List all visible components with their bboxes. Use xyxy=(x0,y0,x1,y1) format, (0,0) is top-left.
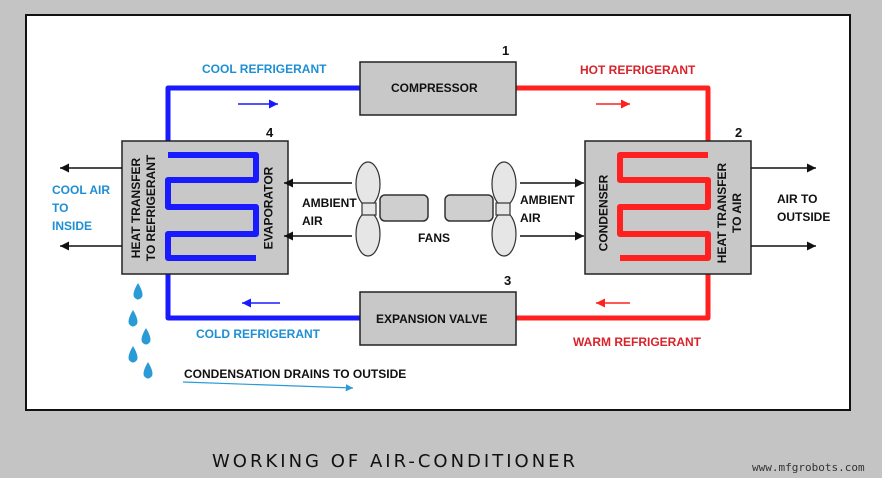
water-drops-icon xyxy=(128,283,153,379)
fan-motor-right xyxy=(444,194,494,222)
site-credit: www.mfgrobots.com xyxy=(752,461,865,474)
warm-refrigerant-label: WARM REFRIGERANT xyxy=(573,335,701,349)
cool-refrigerant-label: COOL REFRIGERANT xyxy=(202,62,327,76)
condenser-label: CONDENSER xyxy=(596,174,611,252)
condensation-arrow xyxy=(182,381,354,392)
compressor-number: 1 xyxy=(502,43,510,58)
fan-left-icon xyxy=(355,161,381,257)
hot-refrigerant-label: HOT REFRIGERANT xyxy=(580,63,696,77)
ambient-air-right-label: AMBIENT AIR xyxy=(520,193,575,225)
compressor-box xyxy=(359,61,517,116)
expansion-valve-label: EXPANSION VALVE xyxy=(376,312,488,326)
hot-refrigerant-pipe xyxy=(516,85,711,321)
expansion-valve-number: 3 xyxy=(504,273,512,288)
condenser-number: 2 xyxy=(735,125,743,140)
condenser-coil xyxy=(617,152,711,261)
evaporator-coil xyxy=(165,152,259,261)
evaporator-number: 4 xyxy=(266,125,274,140)
cold-refrigerant-pipe xyxy=(165,85,360,321)
diagram-title: WORKING OF AIR-CONDITIONER xyxy=(212,451,579,472)
fan-right-icon xyxy=(491,161,517,257)
fan-motor-left xyxy=(379,194,429,222)
ambient-air-left-label: AMBIENT AIR xyxy=(302,196,357,228)
evaporator-heat-transfer-label: HEAT TRANSFER TO REFRIGERANT xyxy=(129,154,158,262)
expansion-valve-box xyxy=(359,291,517,346)
cold-refrigerant-label: COLD REFRIGERANT xyxy=(196,327,320,341)
condensation-label: CONDENSATION DRAINS TO OUTSIDE xyxy=(184,367,407,381)
cool-air-inside-label: COOL AIR TO INSIDE xyxy=(52,183,111,233)
air-to-outside-label: AIR TO OUTSIDE xyxy=(777,192,831,224)
compressor-label: COMPRESSOR xyxy=(391,81,478,95)
condenser-heat-transfer-label: HEAT TRANSFER TO AIR xyxy=(715,162,744,264)
evaporator-label: EVAPORATOR xyxy=(261,166,276,250)
fans-label: FANS xyxy=(418,231,451,245)
